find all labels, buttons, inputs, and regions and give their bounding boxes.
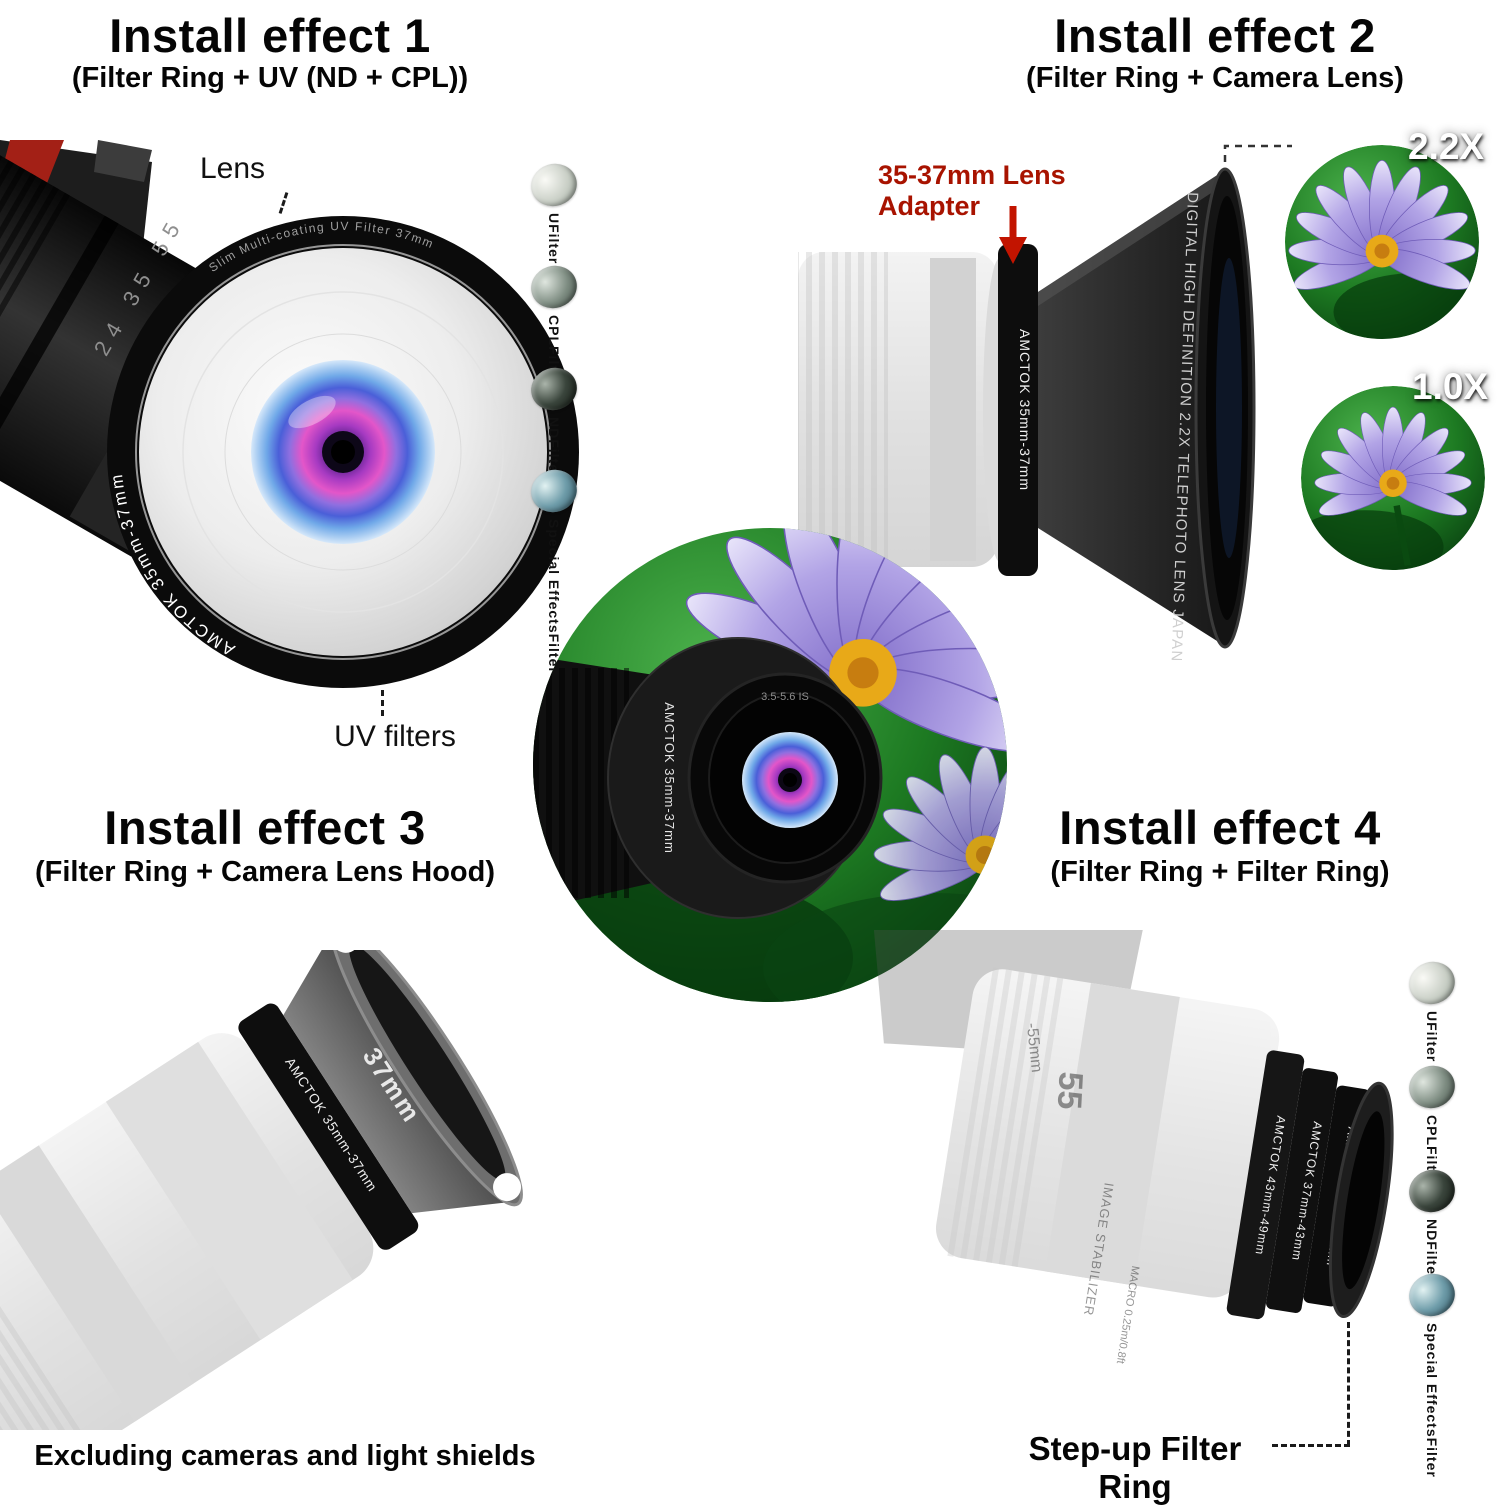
effect4-title: Install effect 4 [1059,801,1381,854]
nd-filter-icon [525,361,583,417]
stepup-ring-43-49 [1226,1050,1305,1320]
uv-filter-icon [525,157,583,213]
ghost-camera [867,930,1280,1298]
effect1-subtitle: (Filter Ring + UV (ND + CPL)) [71,62,469,94]
filter-sample-cpl: CPLFilter [1403,1059,1461,1187]
adapter-callout-label: 35-37mm Lens Adapter [878,160,1066,221]
zoom-label-2-2x: 2.2X [1408,126,1485,167]
filter-label: UFilter [1424,1011,1440,1063]
filter-sample-nd: NDFilter [525,361,583,480]
filter-sample-uv: UFilter [525,157,583,265]
sample-connector-line [1223,144,1292,162]
uv-filter-icon [1403,955,1461,1011]
filter-sample-effects: Special EffectsFilter [525,463,583,674]
effect1-photo: 24 35 55 AMCTOK 35mm-37mm Slim Multi-coa… [0,140,579,688]
filter-label: UFilter [546,213,562,265]
adapter-ring [998,244,1038,576]
effect2-subtitle: (Filter Ring + Camera Lens) [1026,62,1404,94]
effect4-subtitle: (Filter Ring + Filter Ring) [1050,856,1390,888]
cpl-filter-icon [1403,1059,1461,1115]
lens-pointer-label: Lens [200,152,266,185]
effect3-caption: Excluding cameras and light shields [34,1440,536,1472]
zoom-label-1-0x: 1.0X [1412,366,1489,407]
ghost-camera-lens [798,252,1017,567]
cpl-filter-icon [525,259,583,315]
sample-photo-2-2x [1285,145,1479,339]
stepup-pointer-line-v [1347,1322,1350,1446]
nd-filter-icon [1403,1163,1461,1219]
filter-label: NDFilter [546,417,562,480]
filter-sample-nd: NDFilter [1403,1163,1461,1282]
adapter-ring-text: AMCTOK 35mm-37mm [1017,329,1033,491]
stepup-ring-37-43 [1266,1068,1339,1313]
filter-sample-uv: UFilter [1403,955,1461,1063]
uv-filters-label: UV filters [334,720,456,753]
filter-label: CPLFilter [1424,1115,1440,1187]
telephoto-lens-body [1038,170,1225,646]
stepup-ring-label: Step-up Filter Ring [1028,1430,1242,1505]
filter-label: Special EffectsFilter [1424,1323,1440,1478]
filter-label: Special EffectsFilter [546,519,562,674]
lens-spec-text: 3.5-5.6 IS [761,691,809,703]
adapter-ring [238,1003,419,1250]
effect2-photo: AMCTOK 35mm-37mm DIGITAL HIGH DEFINITION… [798,144,1292,660]
adapter-ring-text: AMCTOK 35mm-37mm [662,702,677,854]
special-effects-filter-icon [525,463,583,519]
filter-label: NDFilter [1424,1219,1440,1282]
effect1-title: Install effect 1 [109,9,431,62]
filter-sample-effects: Special EffectsFilter [1403,1267,1461,1478]
stepup-pointer-line-h [1272,1444,1350,1447]
mark-zoom-range: -55mm [1023,1022,1045,1073]
mark-55: 55 [1050,1071,1090,1111]
center-hero-photo: AMCTOK 35mm-37mm 3.5-5.6 IS [533,528,1007,1002]
effect4-photo: 55 -55mm IMAGE STABILIZER MACRO 0.25m/0.… [867,930,1394,1365]
uv-pointer-line [381,690,384,716]
special-effects-filter-icon [1403,1267,1461,1323]
effect3-photo: AMCTOK 35mm-37mm 37mm [0,950,523,1430]
effect3-title: Install effect 3 [104,801,426,854]
effect2-title: Install effect 2 [1054,9,1376,62]
effect3-subtitle: (Filter Ring + Camera Lens Hood) [34,856,496,888]
sample-photo-1-0x [1301,386,1485,570]
ghost-camera-lens [0,1033,374,1430]
adapter-arrow-head [999,237,1027,264]
